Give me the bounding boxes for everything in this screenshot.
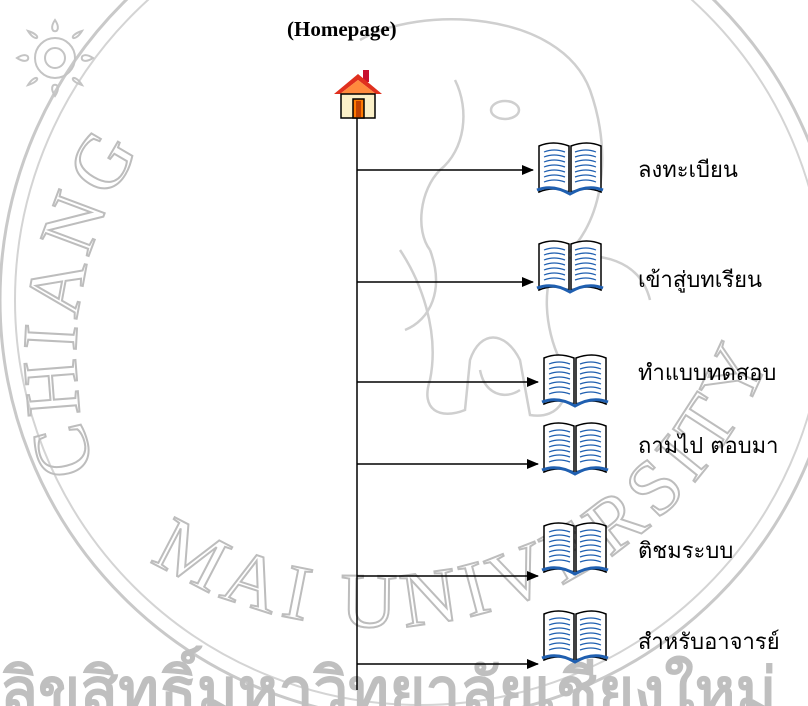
branch-label: ทำแบบทดสอบ [638,361,777,386]
branch-label: ถามไป ตอบมา [638,434,779,459]
branch-label: ติชมระบบ [638,539,734,564]
book-icon [536,240,604,294]
branch-label: สำหรับอาจารย์ [638,630,780,655]
branch-label: เข้าสู่บทเรียน [638,268,763,293]
book-icon [541,610,609,664]
book-icon [541,354,609,408]
branch-label: ลงทะเบียน [638,158,738,183]
book-icon [536,142,604,196]
home-icon [334,70,382,119]
flower-ornament [15,18,95,98]
diagram-title: (Homepage) [287,17,397,41]
book-icon [541,522,609,576]
book-icon [541,422,609,476]
bottom-watermark-lettering: ลิขสิทธิ์มหาวิทยาลัยเชียงใหม่ [0,645,777,706]
